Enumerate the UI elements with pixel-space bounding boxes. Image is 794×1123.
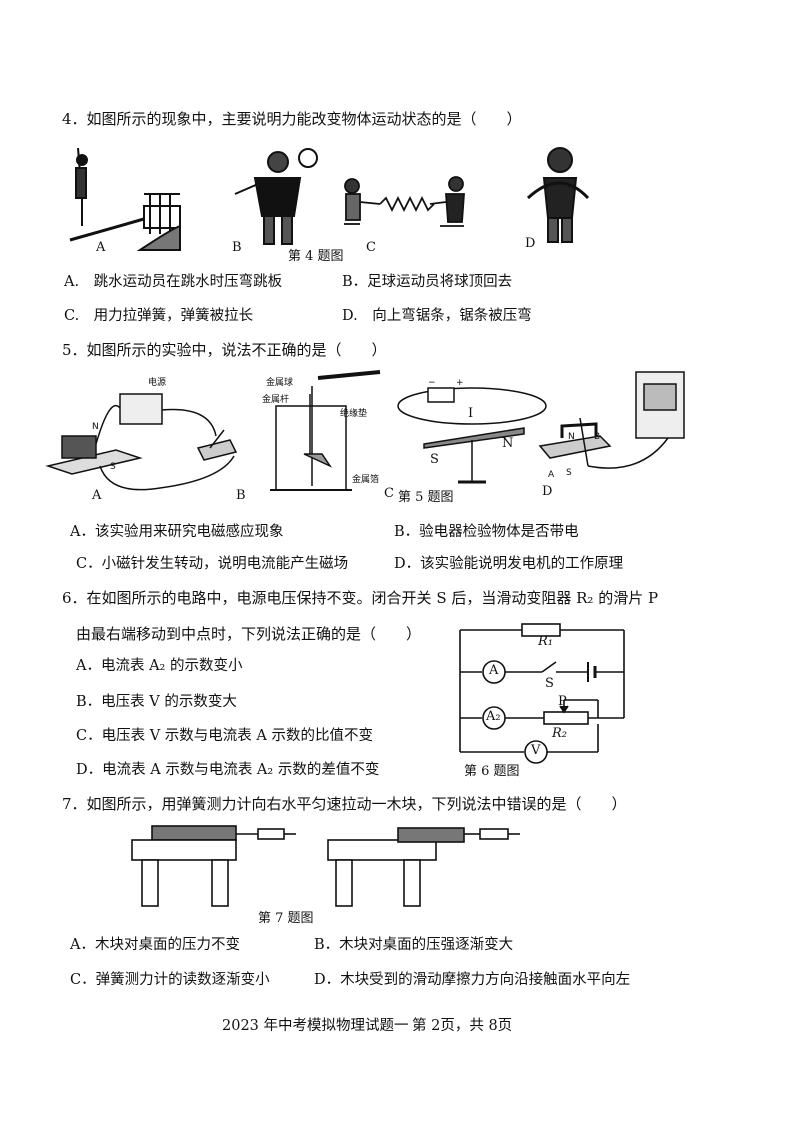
q6-option-b: B．电压表 V 的示数变大 — [76, 694, 237, 710]
q4-figure — [69, 147, 590, 251]
q5-option-a: A．该实验用来研究电磁感应现象 — [70, 524, 284, 540]
q4-stem: 4．如图所示的现象中，主要说明力能改变物体运动状态的是（ ） — [62, 110, 522, 128]
q4-fig-c-spring — [344, 176, 465, 227]
q5-a-power-label: 电源 — [148, 378, 167, 388]
q5-option-c: C．小磁针发生转动，说明电流能产生磁场 — [76, 556, 349, 572]
q5-d-b-label: B — [594, 432, 601, 442]
q6-switch-s-label: S — [545, 676, 554, 691]
q4-label-b: B — [232, 240, 242, 255]
q6-r1-label: R₁ — [538, 634, 553, 649]
q5-fig-a — [45, 393, 238, 491]
q7-option-b: B．木块对桌面的压强逐渐变大 — [314, 937, 514, 953]
q5-label-d: D — [542, 484, 553, 499]
q5-b-foil-label: 金属箔 — [352, 475, 380, 485]
q7-figure — [131, 825, 520, 907]
q4-label-a: A — [96, 240, 106, 255]
q4-fig-b-footballer — [234, 148, 318, 245]
q6-stem-line1: 6．在如图所示的电路中，电源电压保持不变。闭合开关 S 后，当滑动变阻器 R₂ … — [62, 589, 659, 607]
q7-table-right — [327, 827, 520, 907]
q5-a-s-label: S — [110, 462, 116, 472]
q5-b-rod-label: 金属杆 — [262, 395, 290, 405]
q5-c-plus-label: + — [456, 378, 464, 388]
q4-option-d: D. 向上弯锯条，锯条被压弯 — [342, 308, 532, 324]
q5-option-d: D．该实验能说明发电机的工作原理 — [394, 556, 624, 572]
q6-option-c: C．电压表 V 示数与电流表 A 示数的比值不变 — [76, 728, 373, 744]
q5-label-c: C — [384, 486, 394, 501]
q5-stem: 5．如图所示的实验中，说法不正确的是（ ） — [62, 341, 387, 359]
q7-option-c: C．弹簧测力计的读数逐渐变小 — [70, 972, 270, 988]
q6-circuit-diagram — [459, 623, 625, 764]
q5-d-a-label: A — [548, 470, 555, 480]
q4-fig-d-saw — [526, 147, 590, 243]
q5-fig-d — [538, 371, 685, 469]
q5-label-a: A — [92, 488, 102, 503]
q5-d-s-label: S — [566, 468, 572, 478]
q7-figure-caption: 第 7 题图 — [258, 911, 314, 926]
q6-stem-line2: 由最右端移动到中点时，下列说法正确的是（ ） — [76, 625, 422, 643]
q6-r2-label: R₂ — [552, 726, 567, 741]
q4-option-b: B．足球运动员将球顶回去 — [342, 274, 513, 290]
q5-option-b: B．验电器检验物体是否带电 — [394, 524, 579, 540]
q5-c-current-label: I — [468, 406, 474, 421]
q7-option-d: D．木块受到的滑动摩擦力方向沿接触面水平向左 — [314, 972, 631, 988]
q5-d-n-label: N — [568, 432, 575, 442]
q4-fig-a-diver — [69, 147, 181, 251]
q6-figure-caption: 第 6 题图 — [464, 764, 520, 779]
q5-c-s-label: S — [430, 452, 439, 467]
q7-table-left — [131, 825, 296, 907]
q5-b-pad-label: 绝缘垫 — [340, 409, 368, 419]
q5-label-b: B — [236, 488, 246, 503]
q4-label-d: D — [525, 236, 536, 251]
footer-title: 2023 年中考模拟物理试题一 — [222, 1018, 409, 1034]
footer-page-number: 第 2页，共 8页 — [412, 1018, 513, 1034]
q5-c-minus-label: − — [428, 378, 436, 388]
q5-b-ball-label: 金属球 — [266, 378, 294, 388]
q4-label-c: C — [366, 240, 376, 255]
q5-figure — [45, 370, 685, 491]
q7-option-a: A．木块对桌面的压力不变 — [70, 937, 240, 953]
q4-figure-caption: 第 4 题图 — [288, 249, 344, 264]
q6-option-d: D．电流表 A 示数与电流表 A₂ 示数的差值不变 — [76, 762, 380, 778]
q6-ammeter-a2-label: A₂ — [486, 709, 501, 724]
q5-figure-caption: 第 5 题图 — [398, 490, 454, 505]
q4-option-a: A. 跳水运动员在跳水时压弯跳板 — [64, 274, 283, 290]
r2-rheostat — [543, 711, 589, 725]
q6-slider-p-label: P — [558, 694, 567, 709]
q5-a-n-label: N — [92, 422, 99, 432]
q6-voltmeter-v-label: V — [531, 743, 541, 758]
q5-fig-b — [270, 370, 381, 491]
q5-fig-c — [397, 387, 547, 484]
q6-option-a: A．电流表 A₂ 的示数变小 — [76, 658, 243, 674]
q6-ammeter-a-label: A — [489, 663, 499, 678]
q4-option-c: C. 用力拉弹簧，弹簧被拉长 — [64, 308, 254, 324]
q7-stem: 7．如图所示，用弹簧测力计向右水平匀速拉动一木块，下列说法中错误的是（ ） — [62, 795, 627, 813]
q5-c-n-label: N — [502, 436, 514, 451]
